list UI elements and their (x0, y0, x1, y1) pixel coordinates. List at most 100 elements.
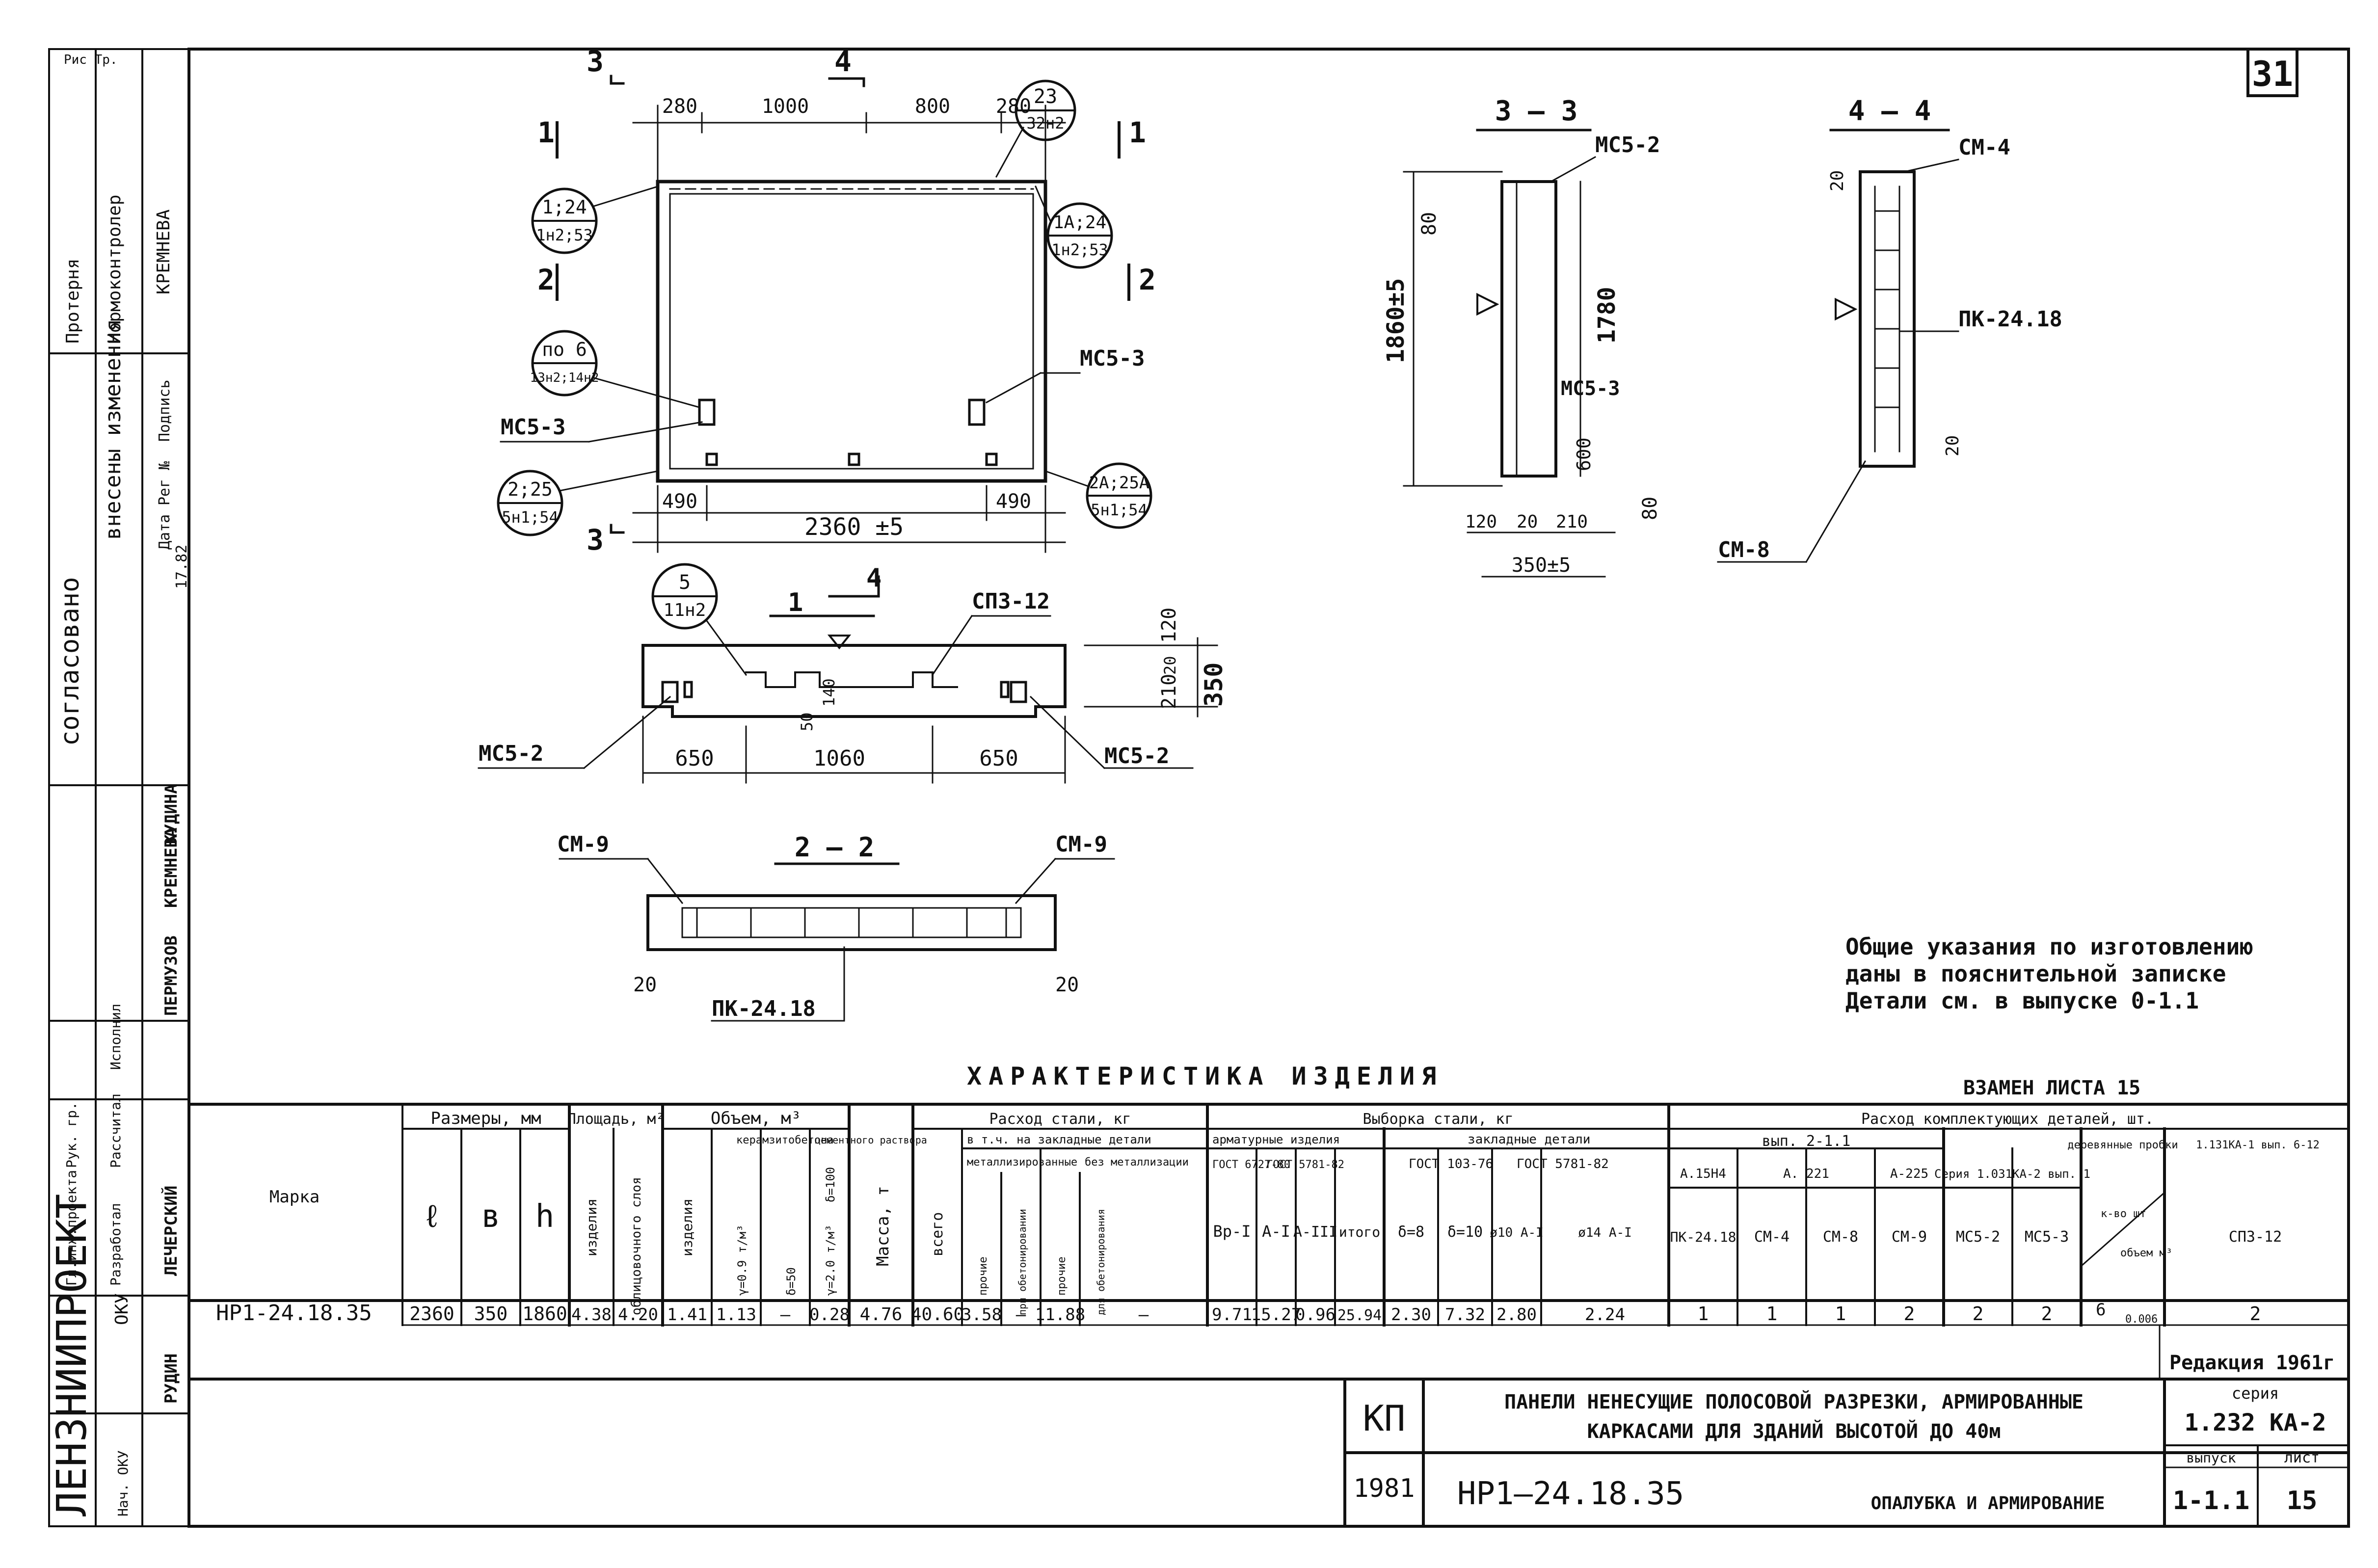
section-22-title: 2 — 2 (795, 832, 875, 863)
plan-dim-3: 650 (979, 746, 1018, 771)
stamp-name-4: ЛЕЧЕРСКИЙ (161, 1186, 181, 1276)
section-44-cm4: СМ-4 (1958, 135, 2010, 160)
note-line-1: Общие указания по изготовлению (1845, 933, 2253, 960)
section-44-cm8: СМ-8 (1718, 537, 1770, 562)
th-vol-ker-g: γ=0.9 т/м³ (735, 1225, 749, 1296)
stamp-name-1: ПЕРМУЗОВ (161, 935, 181, 1016)
table-title: ХАРАКТЕРИСТИКА ИЗДЕЛИЯ (967, 1062, 1443, 1090)
th-part-2: СМ-4 (1754, 1228, 1790, 1246)
th-emb-c3: ø10 А-I (1490, 1225, 1544, 1240)
tb-issue-label: выпуск (2186, 1450, 2236, 1466)
th-steel-c2: при обетонировании (1016, 1209, 1028, 1315)
th-volume: Объем, м³ (711, 1109, 801, 1128)
th-emb-c2: δ=10 (1447, 1223, 1483, 1241)
section-3-3: 3 — 3 МС5-2 МС5-3 1860±5 1780 80 80 600 … (1382, 95, 1661, 578)
th-vol-3: цементного раствора (815, 1134, 927, 1146)
th-part-1: ПК-24.18 (1670, 1229, 1737, 1245)
th-b: в (481, 1198, 501, 1235)
th-sel-arm: арматурные изделия (1212, 1133, 1340, 1146)
sheet-number-box (2246, 48, 2298, 97)
stamp-role-5: Исполнил (107, 1004, 124, 1070)
th-steel-c3: прочие (1056, 1257, 1068, 1296)
stamp-protoprint: Протерня (63, 259, 83, 344)
td-m3: 11.88 (1035, 1305, 1085, 1325)
th-emb-std2: ГОСТ 5781-82 (1517, 1157, 1609, 1171)
td-s3: 0.96 (1295, 1305, 1336, 1325)
td-h: 1860 (522, 1303, 567, 1325)
callout-br-bottom: 5н1;54 (1091, 501, 1148, 519)
th-last: СП3-12 (2229, 1228, 2282, 1246)
plan-callout-bottom: 11н2 (664, 600, 706, 620)
tb-subtitle: ОПАЛУБКА И АРМИРОВАНИЕ (1871, 1493, 2105, 1514)
section-22-cm-right: СМ-9 (1055, 832, 1107, 857)
th-area-1: изделия (584, 1198, 600, 1256)
th-sel-std2: ГОСТ 5781-82 (1266, 1159, 1344, 1171)
th-steel-nomet: без металлизации (1085, 1156, 1189, 1169)
section-22-outline (646, 894, 1057, 951)
section-44-pk: ПК-24.18 (1958, 307, 2062, 332)
stamp-dept: ОКУ (112, 1293, 132, 1325)
cut-2-left: 2 (537, 263, 555, 296)
td-vol3: – (780, 1305, 791, 1325)
th-vol-2: керамзитобетона (736, 1134, 834, 1146)
td-p2: 1 (1766, 1303, 1778, 1325)
th-part-3: СМ-8 (1823, 1228, 1858, 1246)
note-line-3: Детали см. в выпуске 0-1.1 (1845, 987, 2199, 1014)
th-vyp1: вып. 2-1.1 (1762, 1133, 1851, 1150)
note-line-2: даны в пояснительной записке (1845, 960, 2226, 987)
td-s4: 25.94 (1337, 1307, 1382, 1324)
td-vol1: 1.41 (667, 1305, 707, 1325)
td-mass: 4.76 (860, 1304, 903, 1325)
plan-total-height: 350 (1200, 663, 1228, 707)
tb-series: 1.232 КА-2 (2185, 1409, 2326, 1436)
stamp-name-3: КУДИНА (161, 784, 181, 844)
td-marka: НР1-24.18.35 (216, 1301, 372, 1326)
td-p4: 2 (1904, 1303, 1915, 1325)
section-22-d20-right: 20 (1055, 974, 1079, 996)
th-l: ℓ (423, 1198, 441, 1235)
section-44-d20b: 20 (1943, 435, 1963, 456)
td-area2: 4.20 (618, 1305, 658, 1325)
td-e2: 7.32 (1445, 1305, 1485, 1325)
tb-kp: КП (1363, 1398, 1406, 1439)
td-m1: 3.58 (962, 1305, 1002, 1325)
th-sizes: Размеры, мм (430, 1109, 541, 1128)
th-steel-total: всего (929, 1212, 946, 1256)
td-w1: 6 (2096, 1300, 2106, 1320)
plan-h-3: 210 (1158, 674, 1180, 709)
corner-mark: Рис Тр. (64, 53, 118, 67)
th-marka: Марка (269, 1187, 320, 1207)
table-edition: Редакция 1961г (2169, 1352, 2335, 1374)
title-block: КП 1981 ПАНЕЛИ НЕНЕСУЩИЕ ПОЛОСОВОЙ РАЗРЕ… (1343, 1378, 2350, 1528)
callout-bl-bottom: 5н1;54 (502, 508, 559, 527)
td-m4: – (1139, 1305, 1149, 1325)
callout-br-top: 2А;25А (1089, 473, 1149, 493)
panel-outline (656, 180, 1047, 483)
callout-tl-bottom: 1н2;53 (536, 226, 593, 244)
th-vol-ker-d: δ=50 (784, 1267, 798, 1296)
plan-dim-1: 650 (675, 746, 714, 771)
dim-bottom-right: 490 (996, 490, 1031, 513)
front-view: 280 1000 800 280 490 490 2360 ±5 3 4 1 1… (497, 45, 1156, 557)
th-wood: деревянные пробки (2067, 1139, 2178, 1151)
stamp-date-val: 17.82 (173, 545, 190, 589)
section-33-h-total: 1860±5 (1382, 278, 1410, 363)
tb-mark: НР1–24.18.35 (1457, 1476, 1684, 1512)
callout-ml-bottom: 13н2;14н2 (530, 371, 599, 385)
dim-top-1: 280 (662, 95, 697, 118)
tb-title-1: ПАНЕЛИ НЕНЕСУЩИЕ ПОЛОСОВОЙ РАЗРЕЗКИ, АРМ… (1504, 1390, 2084, 1413)
td-p1: 1 (1698, 1303, 1709, 1325)
th-area-2: облицовочного слоя (629, 1177, 644, 1315)
section-4-4: 4 — 4 СМ-4 ПК-24.18 СМ-8 20 20 (1717, 95, 2062, 563)
embedded-plate-left (698, 399, 716, 426)
section-2-2: 2 — 2 СМ-9 СМ-9 ПК-24.18 20 20 (557, 832, 1115, 1022)
stamp-normocontrol-name: КРЕМНЕВА (154, 209, 174, 294)
cut-2-right: 2 (1139, 263, 1156, 296)
plan-h-1: 120 (1158, 608, 1180, 643)
th-emb-c4: ø14 А-I (1578, 1225, 1632, 1240)
th-sel-c4: итого (1339, 1224, 1380, 1240)
callout-r-bottom: 1н2;53 (1051, 240, 1108, 259)
tb-sheet: 15 (2287, 1486, 2318, 1515)
section-33-bdim-3: 210 (1556, 512, 1588, 532)
section-44-title: 4 — 4 (1848, 95, 1931, 127)
